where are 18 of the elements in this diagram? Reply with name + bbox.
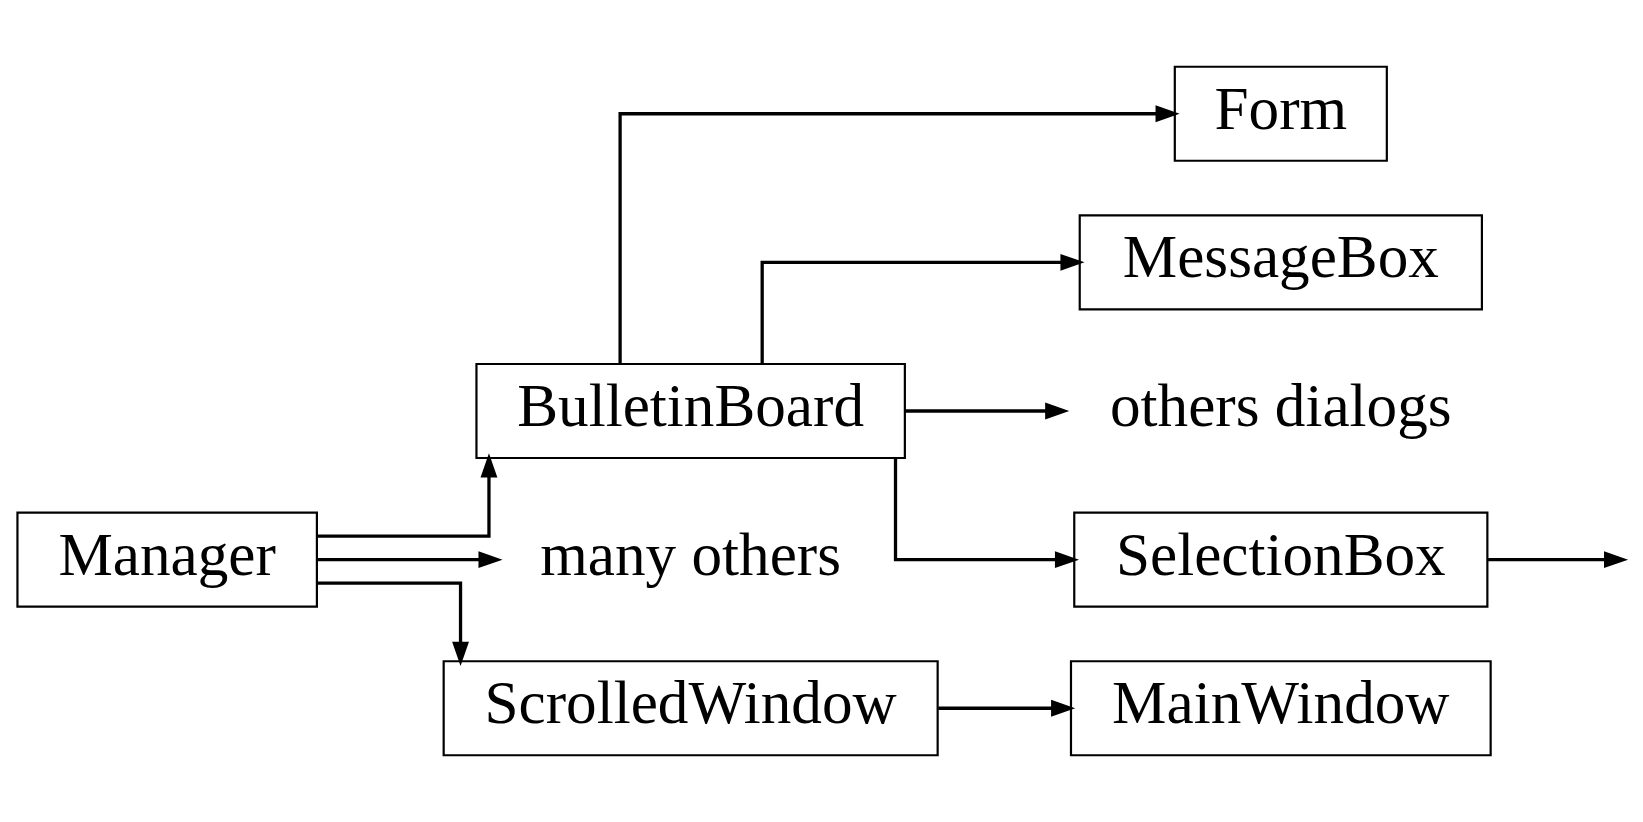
node-box: Form [1173, 65, 1388, 162]
arrow [317, 581, 469, 666]
arrow [760, 253, 1085, 364]
node-box: MessageBox [1078, 214, 1483, 311]
node-box: ScrolledWindow [442, 660, 939, 757]
node-text: others dialogs [1110, 371, 1452, 440]
node-box: BulletinBoard [475, 362, 906, 460]
arrow [317, 551, 503, 569]
arrow [1487, 551, 1629, 569]
arrow [618, 105, 1180, 364]
arrow [938, 699, 1076, 717]
node-text: many others [540, 519, 842, 588]
arrow [905, 402, 1070, 420]
node-box: SelectionBox [1073, 511, 1489, 608]
arrow [317, 453, 498, 538]
node-box: Manager [16, 511, 318, 608]
arrow [893, 458, 1080, 569]
node-box: MainWindow [1069, 660, 1492, 757]
